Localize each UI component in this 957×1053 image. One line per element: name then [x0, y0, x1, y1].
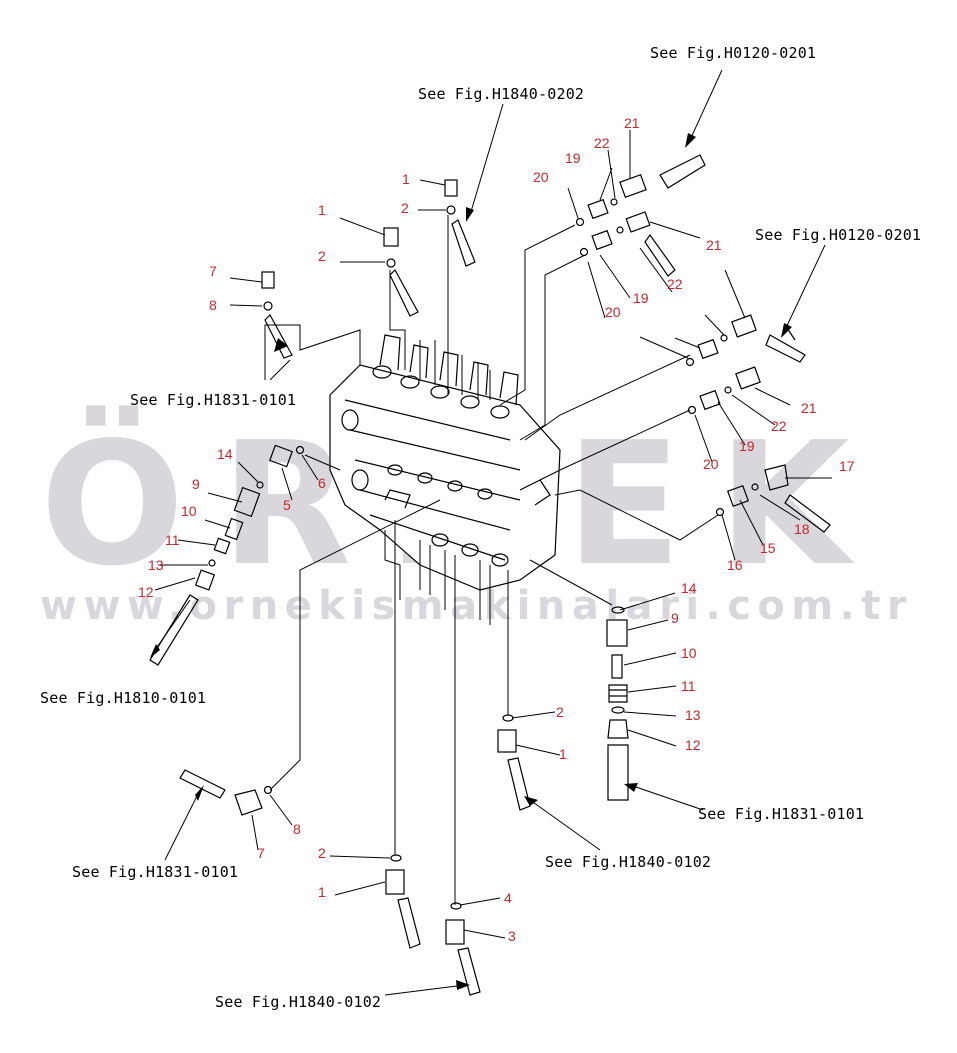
reference-h1840-0102-mid: See Fig.H1840-0102: [545, 853, 712, 871]
fittings-right: [715, 464, 831, 533]
part-number: 12: [138, 584, 154, 600]
part-number: 10: [181, 503, 197, 519]
part-number: 4: [504, 890, 512, 906]
part-number: 20: [605, 304, 621, 320]
part-number: 11: [165, 532, 180, 548]
part-number: 16: [727, 557, 743, 573]
part-number: 14: [217, 446, 233, 462]
fittings-upper-left: [261, 179, 476, 359]
reference-h1831-0101-lower: See Fig.H1831-0101: [72, 863, 239, 881]
fittings-left: [149, 444, 305, 666]
part-number: 22: [594, 135, 610, 151]
part-number: 22: [771, 418, 787, 434]
arrow-heads: [150, 133, 792, 990]
label-pointers: [154, 69, 832, 996]
part-number: 2: [318, 845, 326, 861]
part-number: 13: [148, 557, 164, 573]
reference-h1831-0101-right: See Fig.H1831-0101: [698, 805, 865, 823]
part-number: 14: [681, 580, 697, 596]
part-number: 17: [839, 458, 855, 474]
reference-h0120-0201-top: See Fig.H0120-0201: [650, 44, 817, 62]
part-number: 22: [667, 276, 683, 292]
part-number: 8: [293, 821, 301, 837]
part-number: 1: [559, 746, 567, 762]
fittings-lower-right: [606, 606, 629, 801]
part-number: 1: [318, 884, 326, 900]
reference-h1810-0101: See Fig.H1810-0101: [40, 689, 207, 707]
part-number: 19: [739, 438, 755, 454]
fittings-top-right: [575, 154, 806, 415]
part-number: 20: [703, 456, 719, 472]
part-number: 1: [402, 171, 410, 187]
reference-h1840-0202: See Fig.H1840-0202: [418, 85, 585, 103]
part-number: 2: [401, 200, 409, 216]
fittings-lower-center: [385, 714, 531, 996]
part-number: 19: [633, 290, 649, 306]
part-number: 8: [209, 297, 217, 313]
fittings-lower-left: [179, 769, 273, 816]
part-number: 21: [801, 400, 817, 416]
part-number: 2: [318, 248, 326, 264]
part-number: 9: [671, 610, 679, 626]
part-number: 21: [706, 237, 722, 253]
part-number: 15: [760, 540, 776, 556]
part-number: 1: [318, 202, 326, 218]
part-number: 11: [681, 678, 696, 694]
control-valve-body: [329, 334, 561, 591]
part-number: 10: [681, 645, 697, 661]
part-number: 3: [508, 928, 516, 944]
part-number: 6: [318, 475, 326, 491]
reference-h1840-0102-bottom: See Fig.H1840-0102: [215, 993, 382, 1011]
part-number: 9: [192, 476, 200, 492]
part-number: 5: [283, 497, 291, 513]
part-number: 7: [257, 845, 265, 861]
part-number: 20: [533, 169, 549, 185]
reference-h0120-0201-right: See Fig.H0120-0201: [755, 226, 922, 244]
watermark-url: www.ornekismakinalari.com.tr: [40, 583, 914, 629]
part-number: 19: [565, 150, 581, 166]
connection-lines: [264, 215, 719, 905]
part-number: 21: [624, 115, 640, 131]
reference-h1831-0101-upper: See Fig.H1831-0101: [130, 391, 297, 409]
part-number: 12: [685, 737, 701, 753]
part-number: 18: [794, 521, 810, 537]
part-number: 13: [685, 707, 701, 723]
part-number: 2: [556, 704, 564, 720]
part-number: 7: [209, 263, 217, 279]
